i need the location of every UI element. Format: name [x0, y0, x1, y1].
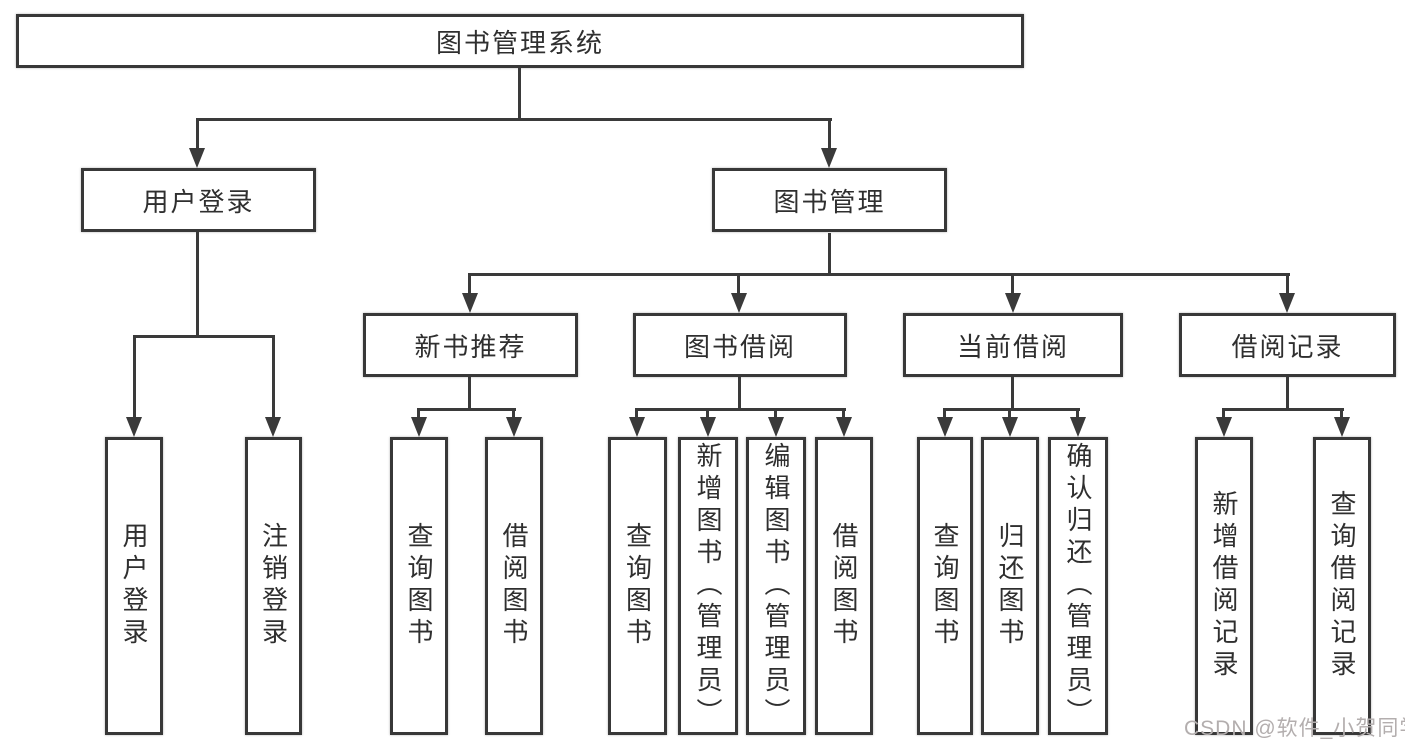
diagram-leaf-borrow-books-recommend: 借阅图书 — [485, 437, 543, 735]
diagram-leaf-user-login: 用户登录 — [105, 437, 163, 735]
connector-line — [828, 121, 831, 150]
connector-line — [1286, 276, 1289, 294]
connector-line — [635, 408, 846, 411]
csdn-watermark: CSDN @软件_小贺同学 — [1184, 717, 1405, 740]
diagram-leaf-confirm-return-admin: 确认归还（管理员） — [1048, 437, 1108, 735]
diagram-node-user-login: 用户登录 — [81, 168, 316, 232]
arrow-down-icon — [462, 293, 478, 313]
diagram-leaf-query-borrow-record: 查询借阅记录 — [1313, 437, 1371, 735]
connector-line — [1222, 411, 1225, 418]
connector-line — [417, 411, 420, 418]
diagram-node-current-borrow: 当前借阅 — [903, 313, 1123, 377]
arrow-down-icon — [1279, 293, 1295, 313]
connector-line — [828, 233, 831, 275]
arrow-down-icon — [821, 148, 837, 168]
connector-line — [1008, 411, 1011, 418]
arrow-down-icon — [506, 417, 522, 437]
arrow-down-icon — [1070, 417, 1086, 437]
connector-line — [738, 377, 741, 411]
diagram-leaf-return-book: 归还图书 — [981, 437, 1039, 735]
diagram-leaf-query-books-borrow: 查询图书 — [608, 437, 667, 735]
diagram-leaf-borrow-books: 借阅图书 — [815, 437, 873, 735]
connector-line — [943, 411, 946, 418]
connector-line — [417, 408, 516, 411]
connector-line — [1011, 276, 1014, 294]
diagram-node-root: 图书管理系统 — [16, 14, 1024, 68]
connector-line — [737, 276, 740, 294]
connector-line — [196, 231, 199, 338]
connector-line — [1076, 411, 1079, 418]
connector-line — [1340, 411, 1343, 418]
arrow-down-icon — [126, 417, 142, 437]
connector-line — [468, 273, 1290, 276]
diagram-leaf-query-books-recommend: 查询图书 — [390, 437, 448, 735]
connector-line — [468, 377, 471, 411]
connector-line — [842, 411, 845, 418]
arrow-down-icon — [731, 293, 747, 313]
arrow-down-icon — [411, 417, 427, 437]
diagram-leaf-add-book-admin: 新增图书（管理员） — [678, 437, 738, 735]
arrow-down-icon — [768, 417, 784, 437]
connector-line — [1286, 377, 1289, 411]
connector-line — [943, 408, 1080, 411]
diagram-leaf-logout: 注销登录 — [245, 437, 302, 735]
connector-line — [774, 411, 777, 418]
arrow-down-icon — [629, 417, 645, 437]
arrow-down-icon — [265, 417, 281, 437]
diagram-leaf-edit-book-admin: 编辑图书（管理员） — [746, 437, 806, 735]
connector-line — [1222, 408, 1344, 411]
arrow-down-icon — [1216, 417, 1232, 437]
connector-line — [1011, 377, 1014, 411]
arrow-down-icon — [1002, 417, 1018, 437]
connector-line — [272, 338, 275, 417]
connector-line — [196, 121, 199, 150]
arrow-down-icon — [1334, 417, 1350, 437]
diagram-node-new-book-recommend: 新书推荐 — [363, 313, 578, 377]
diagram-node-book-borrow: 图书借阅 — [633, 313, 847, 377]
connector-line — [196, 118, 832, 121]
arrow-down-icon — [700, 417, 716, 437]
diagram-node-borrow-records: 借阅记录 — [1179, 313, 1396, 377]
arrow-down-icon — [1005, 293, 1021, 313]
connector-line — [133, 338, 136, 417]
arrow-down-icon — [937, 417, 953, 437]
connector-line — [635, 411, 638, 418]
diagram-leaf-query-books-current: 查询图书 — [917, 437, 973, 735]
connector-line — [512, 411, 515, 418]
connector-line — [468, 276, 471, 294]
connector-line — [133, 335, 275, 338]
arrow-down-icon — [189, 148, 205, 168]
connector-line — [518, 68, 521, 118]
connector-line — [706, 411, 709, 418]
diagram-node-book-management: 图书管理 — [712, 168, 947, 232]
diagram-leaf-add-borrow-record: 新增借阅记录 — [1195, 437, 1253, 735]
arrow-down-icon — [836, 417, 852, 437]
